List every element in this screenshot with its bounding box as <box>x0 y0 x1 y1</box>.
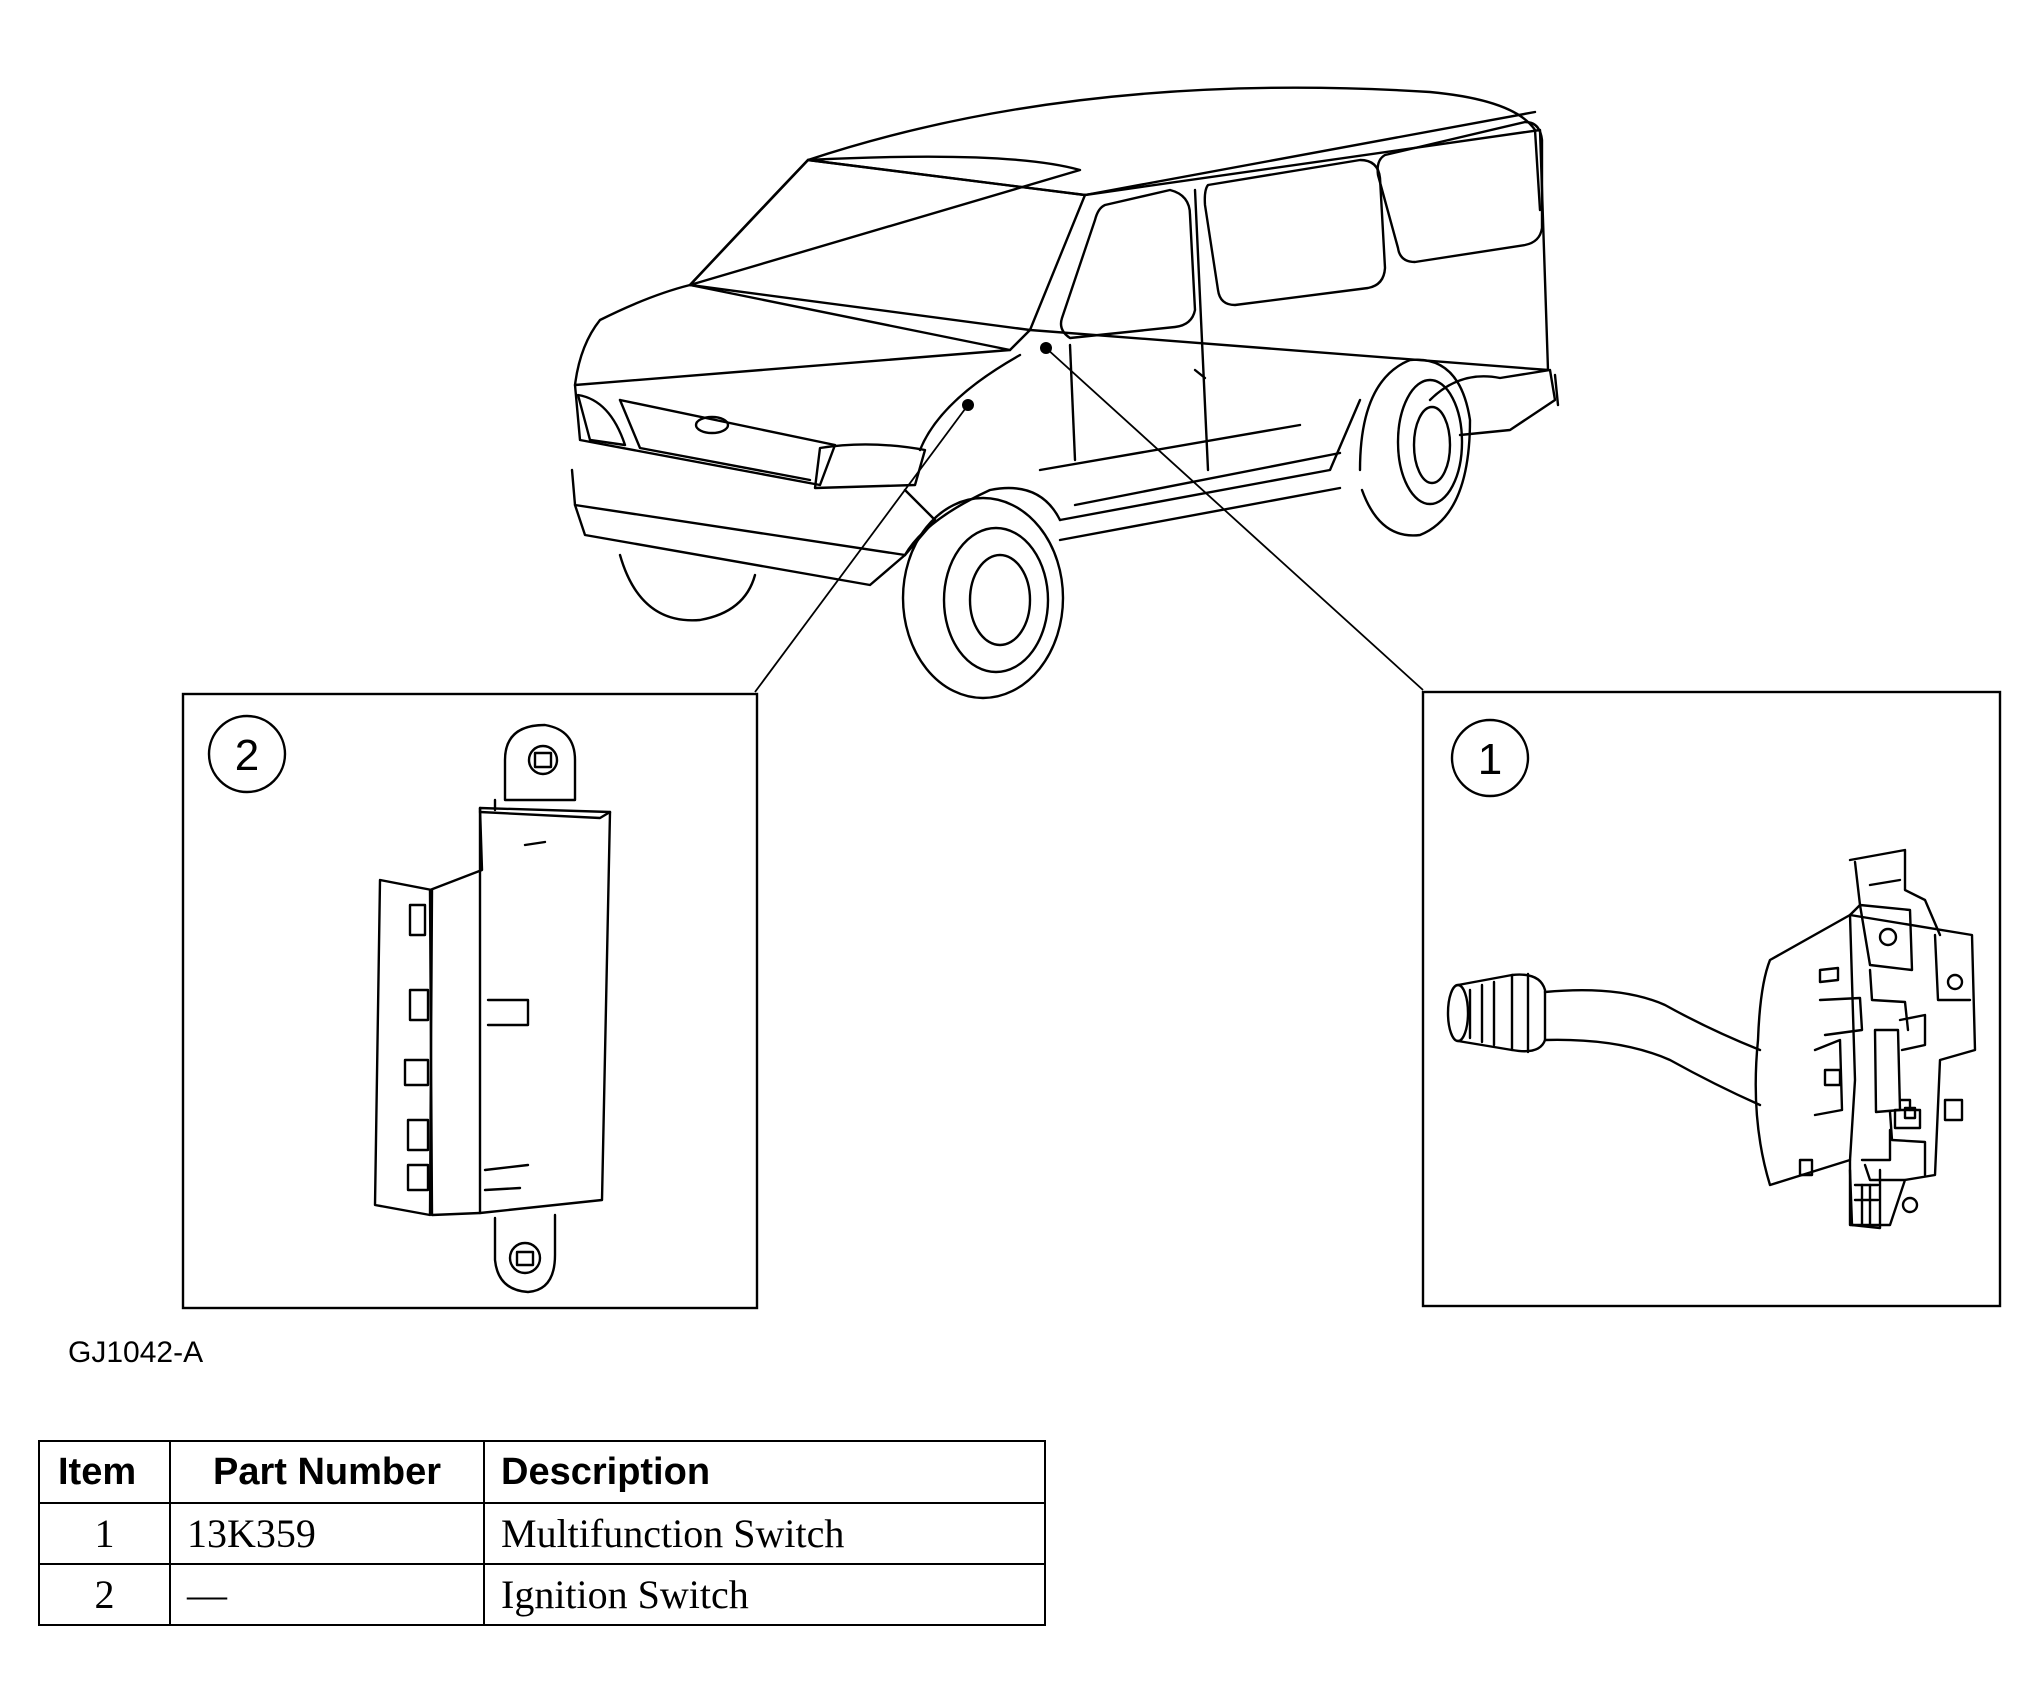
cell-item: 1 <box>38 1502 171 1565</box>
header-description: Description <box>483 1440 1046 1504</box>
multifunction-switch-part <box>1446 848 1977 1230</box>
parts-table: Item Part Number Description 1 13K359 Mu… <box>38 1440 1046 1626</box>
cell-description: Multifunction Switch <box>483 1502 1046 1565</box>
ignition-switch-detail: 2 <box>181 692 759 1310</box>
callout-2: 2 <box>235 731 259 780</box>
table-header-row: Item Part Number Description <box>38 1440 1046 1504</box>
table-row: 2 — Ignition Switch <box>38 1563 1046 1626</box>
van-illustration <box>570 86 1560 700</box>
cell-description: Ignition Switch <box>483 1563 1046 1626</box>
cell-part-number: 13K359 <box>169 1502 485 1565</box>
multifunction-switch-detail: 1 <box>1421 690 2002 1308</box>
ignition-switch-part <box>373 723 612 1294</box>
callout-1: 1 <box>1478 735 1502 784</box>
table-row: 1 13K359 Multifunction Switch <box>38 1502 1046 1565</box>
header-item: Item <box>38 1440 171 1504</box>
header-part-number: Part Number <box>169 1440 485 1504</box>
figure-id: GJ1042-A <box>68 1336 204 1369</box>
cell-item: 2 <box>38 1563 171 1626</box>
cell-part-number: — <box>169 1563 485 1626</box>
